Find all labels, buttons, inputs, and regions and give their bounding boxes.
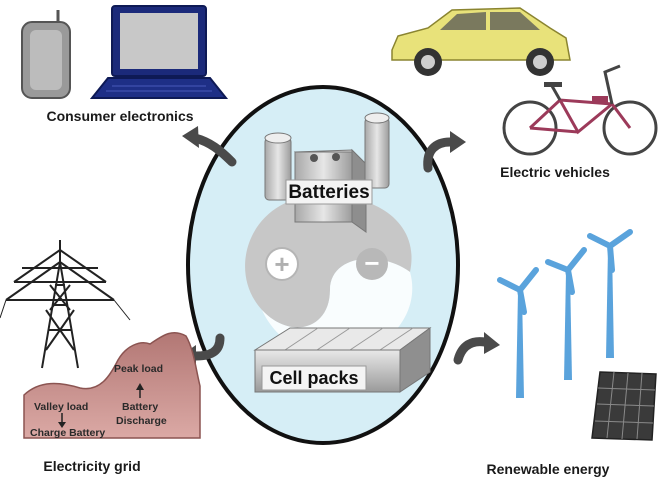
phone-icon xyxy=(21,10,71,99)
minus-symbol: − xyxy=(364,248,379,278)
car-icon xyxy=(391,7,571,76)
cell-packs-label: Cell packs xyxy=(269,368,358,388)
arrow-up-icon xyxy=(136,383,144,398)
laptop-icon xyxy=(89,5,229,99)
minus-icon: − xyxy=(356,248,388,280)
renewable-energy-label: Renewable energy xyxy=(487,461,610,477)
charge-battery-label: Charge Battery xyxy=(30,427,105,439)
valley-load-label: Valley load xyxy=(34,401,88,413)
cell-packs-graphic: Cell packs xyxy=(253,327,432,393)
solar-panel-icon xyxy=(591,371,657,441)
batteries-graphic: Batteries xyxy=(264,112,390,233)
load-curve-chart: Peak load Valley load Charge Battery Bat… xyxy=(23,332,201,439)
arrow-down-icon xyxy=(58,413,66,428)
transmission-tower-icon xyxy=(0,240,131,369)
wind-turbine-icon xyxy=(497,229,633,398)
consumer-electronics-label: Consumer electronics xyxy=(46,108,193,124)
yin-yang-swirl xyxy=(245,195,412,328)
bicycle-icon xyxy=(502,64,658,156)
arrow-to-consumer-electronics xyxy=(182,126,237,167)
electricity-grid-label: Electricity grid xyxy=(43,458,140,474)
arrow-to-renewable-energy xyxy=(453,332,500,365)
electric-vehicles-label: Electric vehicles xyxy=(500,164,610,180)
batteries-label: Batteries xyxy=(288,182,369,203)
plus-symbol: + xyxy=(274,249,289,279)
battery-label: Battery xyxy=(122,401,158,413)
plus-icon: + xyxy=(265,247,299,281)
discharge-label: Discharge xyxy=(116,415,167,427)
peak-load-label: Peak load xyxy=(114,363,163,375)
arrow-to-electric-vehicles xyxy=(423,131,466,173)
